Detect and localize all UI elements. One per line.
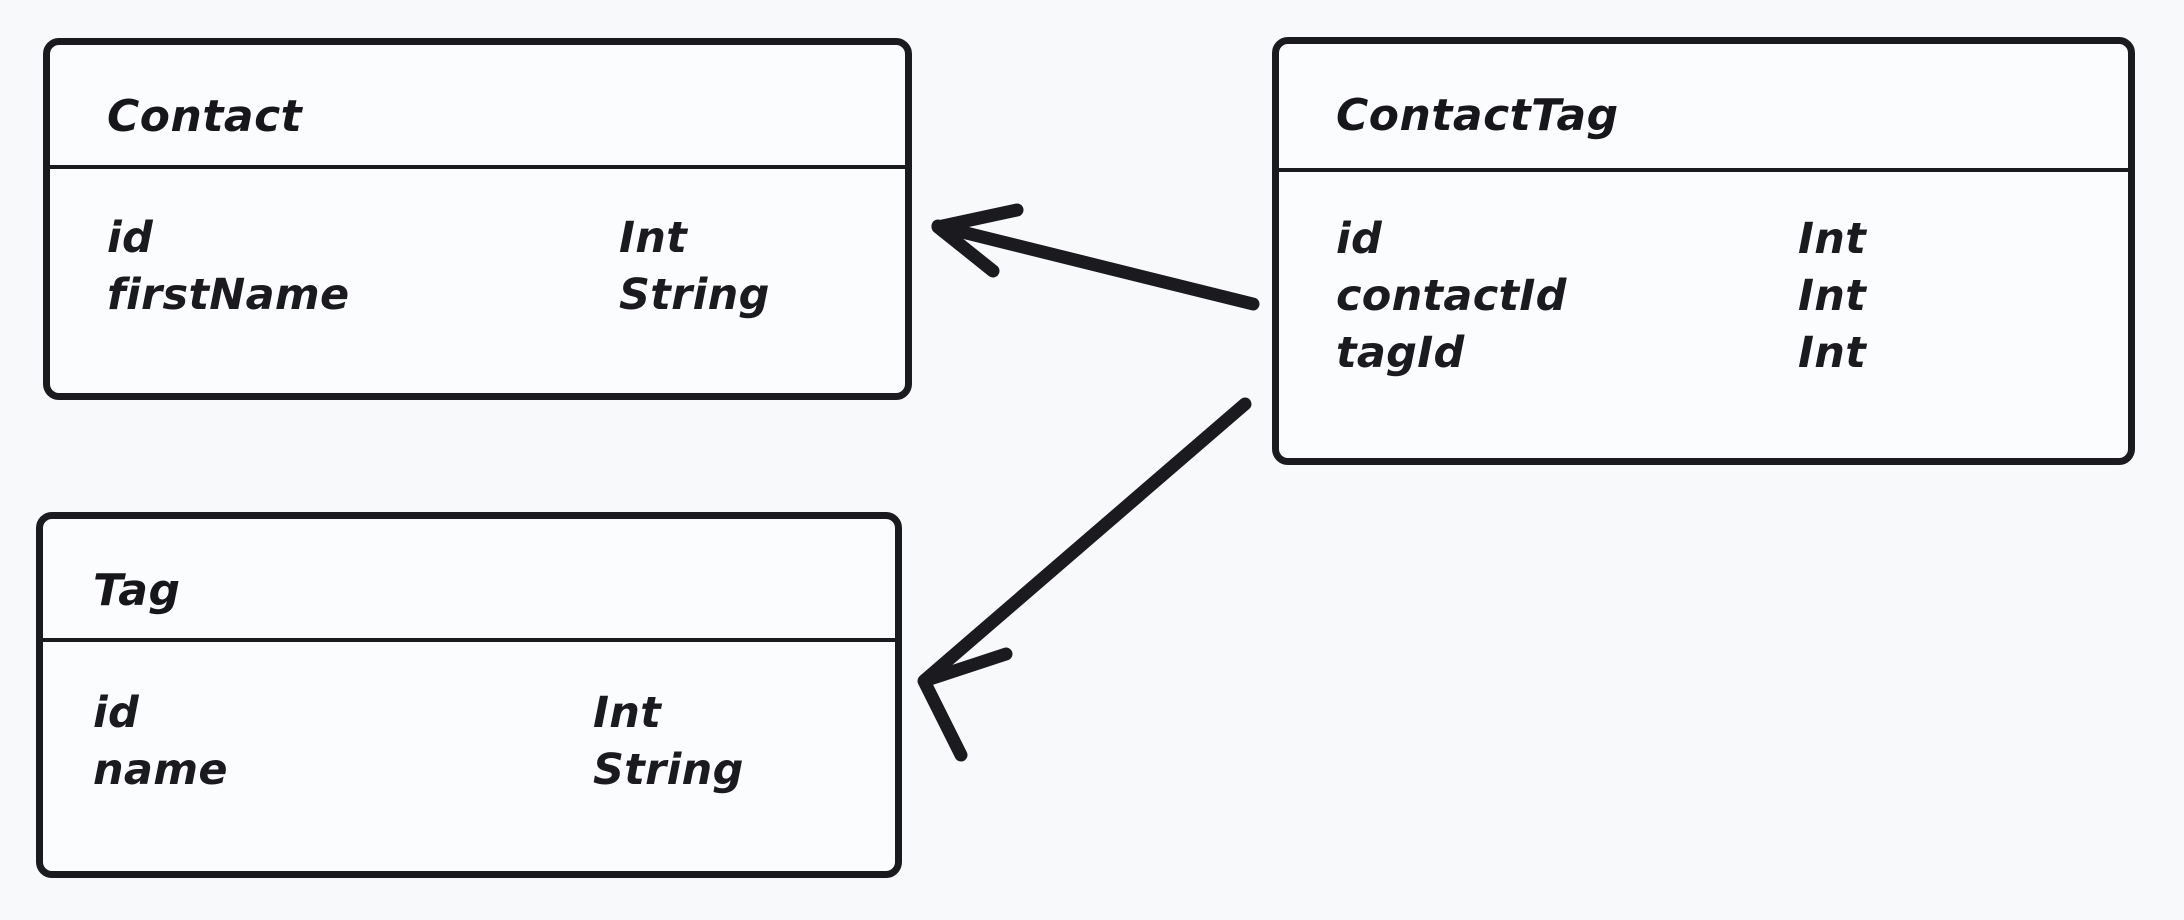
- entity-header-contacttag: ContactTag: [1279, 44, 2128, 172]
- field-type: String: [593, 745, 744, 795]
- field-name: tagId: [1336, 328, 1465, 378]
- entity-box-contact[interactable]: Contact id Int firstName String: [43, 38, 912, 400]
- field-row: id Int: [93, 688, 895, 738]
- field-type: Int: [1798, 328, 1867, 378]
- entity-title-contact: Contact: [107, 91, 303, 142]
- field-name: firstName: [107, 270, 350, 320]
- field-name: id: [107, 213, 154, 263]
- field-row: name String: [93, 745, 895, 795]
- entity-fields-tag: id Int name String: [43, 642, 895, 871]
- field-name: name: [93, 745, 228, 795]
- entity-header-contact: Contact: [50, 45, 905, 169]
- entity-fields-contact: id Int firstName String: [50, 169, 905, 393]
- entity-title-tag: Tag: [93, 565, 181, 616]
- field-row: contactId Int: [1336, 271, 2128, 321]
- field-row: id Int: [1336, 214, 2128, 264]
- field-name: id: [1336, 214, 1383, 264]
- entity-title-contacttag: ContactTag: [1336, 90, 1619, 141]
- entity-fields-contacttag: id Int contactId Int tagId Int: [1279, 172, 2128, 458]
- field-row: id Int: [107, 213, 905, 263]
- field-type: Int: [619, 213, 688, 263]
- entity-header-tag: Tag: [43, 519, 895, 642]
- relationship-arrow-contacttag-to-tag[interactable]: [917, 397, 1252, 762]
- field-row: firstName String: [107, 270, 905, 320]
- field-name: contactId: [1336, 271, 1567, 321]
- field-type: Int: [1798, 271, 1867, 321]
- field-type: Int: [593, 688, 662, 738]
- field-name: id: [93, 688, 140, 738]
- field-type: String: [619, 270, 770, 320]
- relationship-arrow-contacttag-to-contact[interactable]: [931, 203, 1260, 311]
- field-row: tagId Int: [1336, 328, 2128, 378]
- entity-box-contacttag[interactable]: ContactTag id Int contactId Int tagId In…: [1272, 37, 2135, 465]
- field-type: Int: [1798, 214, 1867, 264]
- entity-box-tag[interactable]: Tag id Int name String: [36, 512, 902, 878]
